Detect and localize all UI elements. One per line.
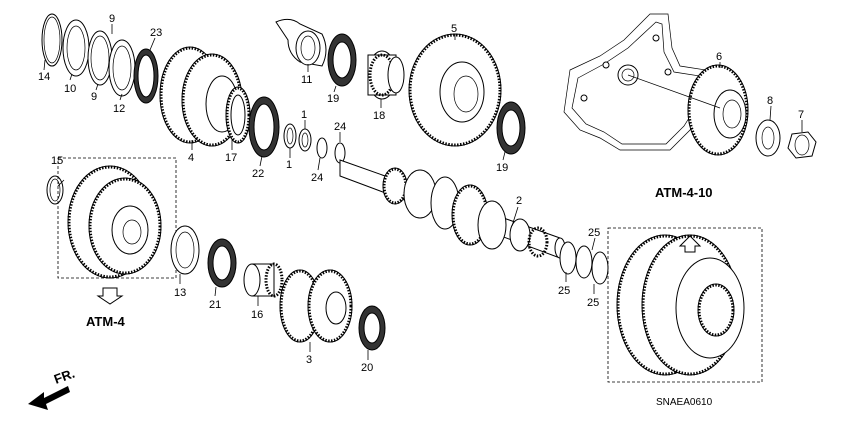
- ref-atm410: ATM-4-10: [655, 185, 713, 200]
- callout-15: 15: [51, 155, 63, 167]
- callout-18: 18: [373, 110, 385, 122]
- o-ring-24a: [316, 137, 328, 159]
- thrust-washer-12: [108, 39, 136, 97]
- callout-17: 17: [225, 152, 237, 164]
- callout-11: 11: [301, 74, 312, 86]
- seal-ring-25c: [591, 251, 609, 285]
- thrust-washer-13: [170, 225, 200, 275]
- diagram-code: SNAEA0610: [656, 397, 713, 408]
- thrust-bearing-19b: [496, 101, 526, 155]
- seal-ring-25a: [559, 241, 577, 275]
- callout-12: 12: [113, 103, 125, 115]
- callout-20: 20: [361, 362, 373, 374]
- callout-6: 6: [716, 51, 722, 63]
- gear-6: [687, 64, 749, 156]
- ref-atm4: ATM-4: [86, 314, 126, 329]
- callout-3: 3: [306, 354, 312, 366]
- lock-nut-7: [787, 131, 817, 159]
- thrust-washer-10: [62, 19, 90, 77]
- shim-1a: [283, 123, 297, 149]
- shaft-2: [339, 159, 566, 259]
- thrust-bearing-22: [248, 96, 280, 158]
- thrust-bearing-19a: [327, 33, 357, 87]
- callout-1b: 1: [301, 109, 307, 121]
- clutch-atm4-boundary: [57, 157, 177, 279]
- leader-lines: [43, 24, 803, 360]
- thrust-bearing-20: [358, 305, 386, 351]
- case-housing: [563, 13, 713, 151]
- callout-9b: 9: [91, 91, 97, 103]
- callout-16: 16: [251, 309, 263, 321]
- callout-24b: 24: [311, 172, 323, 184]
- clutch-drum-atm4: [67, 165, 162, 279]
- callout-25c: 25: [587, 297, 599, 309]
- ref-arrow-up: [678, 235, 702, 253]
- snap-ring-15: [46, 175, 64, 205]
- snap-ring-14: [41, 13, 63, 67]
- callout-10: 10: [64, 83, 76, 95]
- needle-bearing-18: [367, 50, 405, 100]
- callout-5: 5: [451, 23, 457, 35]
- callout-9a: 9: [109, 13, 115, 25]
- callout-23: 23: [150, 27, 162, 39]
- callout-1a: 1: [286, 159, 292, 171]
- front-label: FR.: [52, 366, 77, 387]
- callout-21: 21: [209, 299, 221, 311]
- gear-5: [408, 33, 502, 147]
- callout-8: 8: [767, 95, 773, 107]
- callout-7: 7: [798, 109, 804, 121]
- collar-11: [275, 18, 327, 67]
- shim-9a: [87, 30, 113, 86]
- gear-3: [279, 269, 353, 343]
- callout-24a: 24: [334, 121, 346, 133]
- callout-19b: 19: [496, 162, 508, 174]
- seal-ring-25b: [575, 245, 593, 279]
- callout-19a: 19: [327, 93, 339, 105]
- callout-13: 13: [174, 287, 186, 299]
- shim-1b: [298, 128, 312, 152]
- washer-8: [755, 119, 781, 157]
- needle-bearing-23: [133, 48, 159, 104]
- needle-bearing-16: [243, 262, 284, 298]
- callout-2: 2: [516, 195, 522, 207]
- callout-14: 14: [38, 71, 50, 83]
- callout-25a: 25: [588, 227, 600, 239]
- callout-22: 22: [252, 168, 264, 180]
- callout-4: 4: [188, 152, 194, 164]
- clutch-atm410-boundary: [607, 227, 763, 383]
- thrust-bearing-21: [207, 238, 237, 288]
- callout-25b: 25: [558, 285, 570, 297]
- needle-bearing-17: [225, 86, 251, 144]
- ref-arrow-down: [96, 287, 124, 305]
- clutch-drum-atm410: [616, 234, 745, 376]
- front-direction-arrow: [28, 386, 70, 410]
